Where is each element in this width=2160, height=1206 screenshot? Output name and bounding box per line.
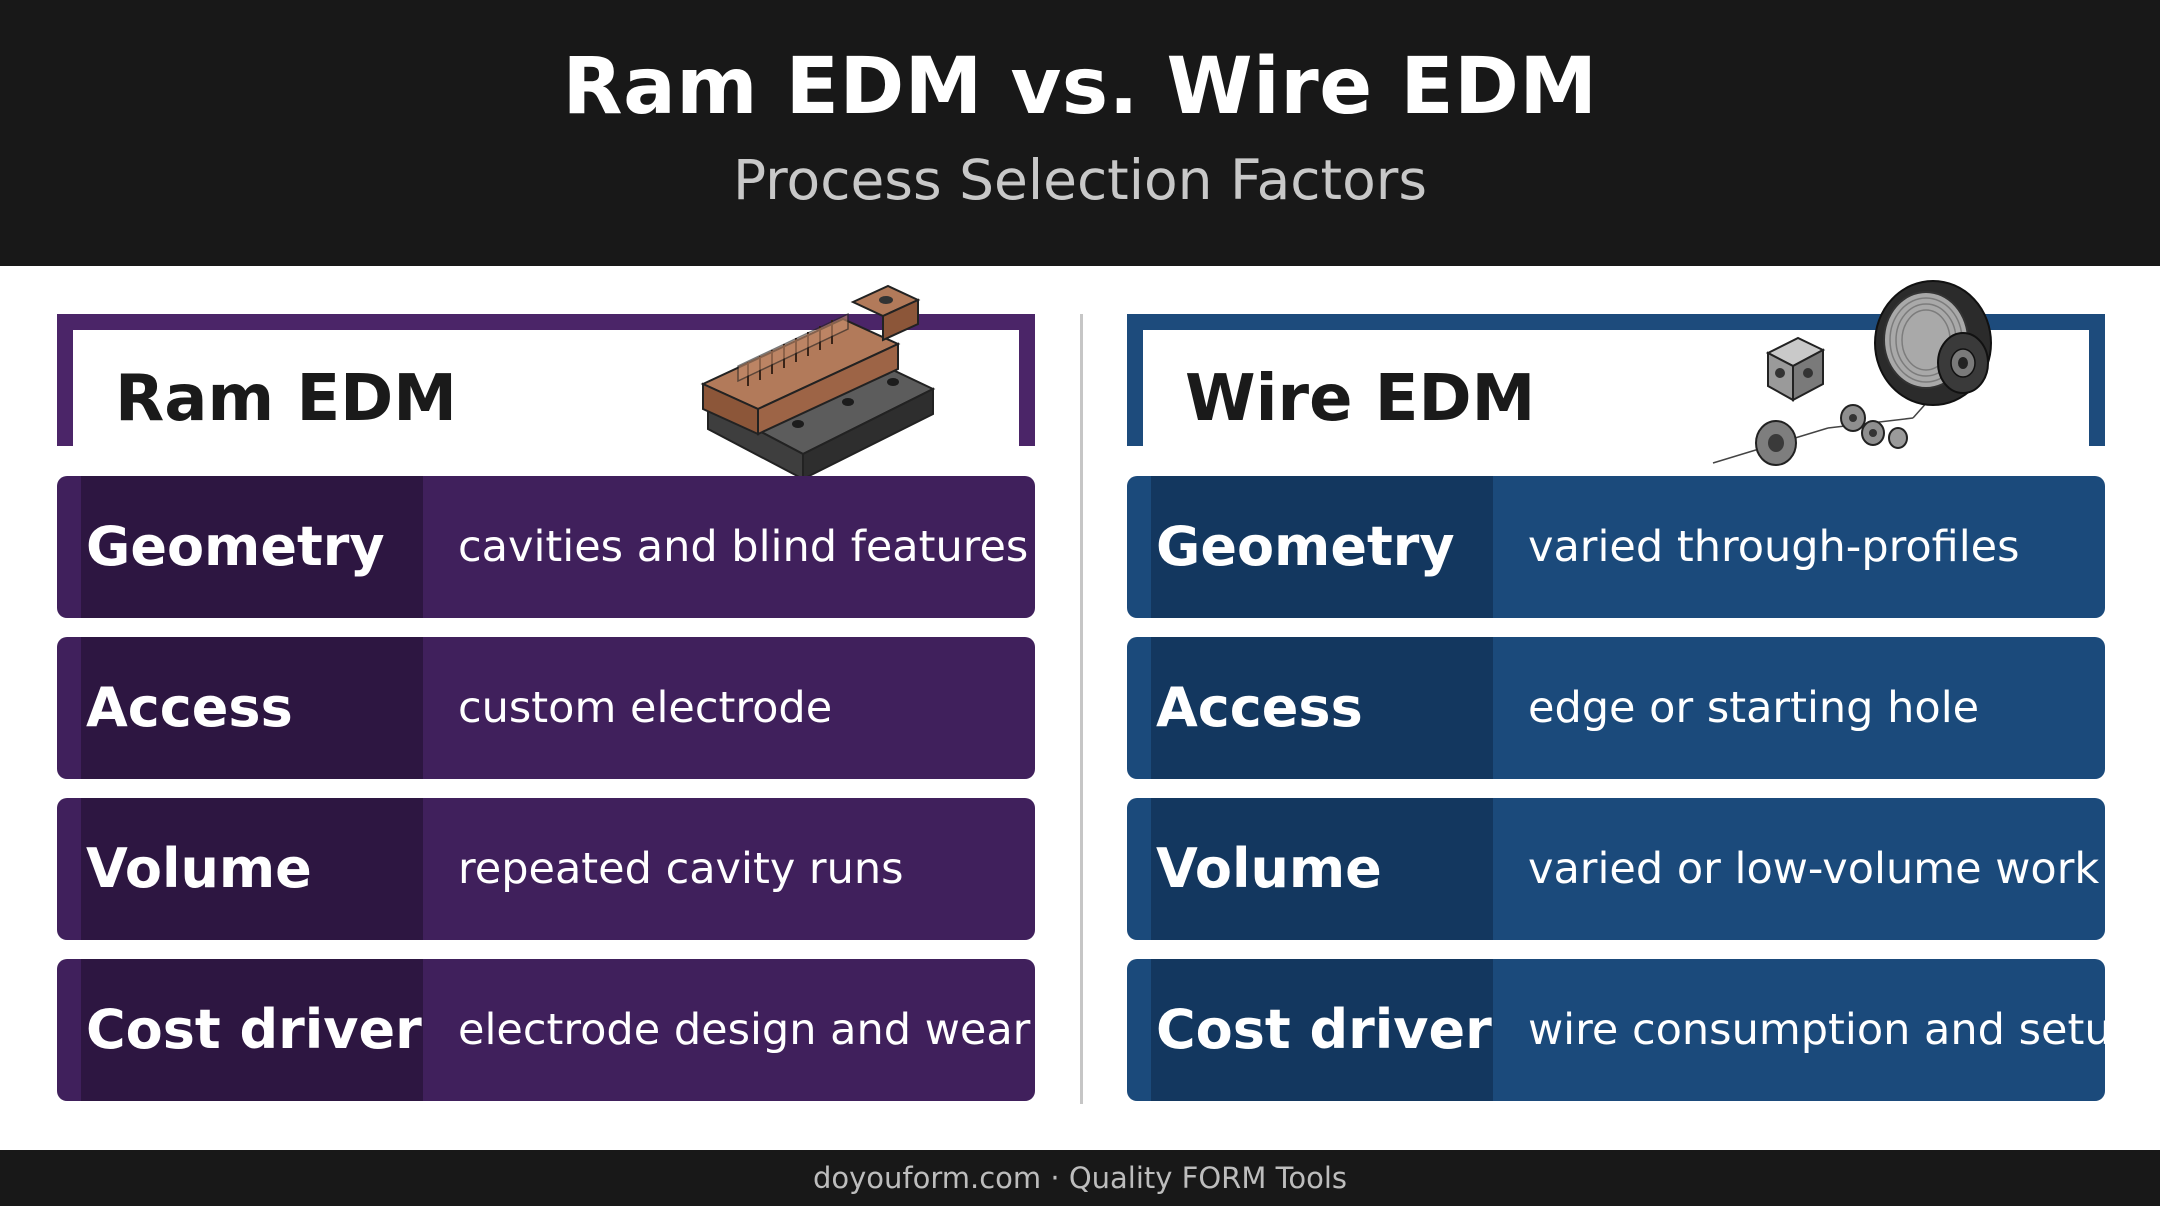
wire-row-geometry: Geometry varied through-profiles bbox=[1127, 476, 2105, 618]
electrode-icon bbox=[700, 284, 936, 481]
ram-cost-driver-label: Cost driver bbox=[86, 998, 422, 1061]
wire-volume-label: Volume bbox=[1156, 837, 1382, 900]
ram-row-cost-driver: Cost driver electrode design and wear bbox=[57, 959, 1035, 1101]
wire-access-value: edge or starting hole bbox=[1528, 683, 1980, 733]
wire-cost-driver-value: wire consumption and setup bbox=[1528, 1005, 2105, 1055]
header-banner: Ram EDM vs. Wire EDM Process Selection F… bbox=[0, 0, 2160, 266]
wire-spool-icon bbox=[1712, 280, 1992, 466]
wire-row-cost-driver: Cost driver wire consumption and setup bbox=[1127, 959, 2105, 1101]
ram-volume-label: Volume bbox=[86, 837, 312, 900]
ram-row-volume: Volume repeated cavity runs bbox=[57, 798, 1035, 940]
ram-access-value: custom electrode bbox=[458, 683, 833, 733]
ram-edm-panel-header: Ram EDM bbox=[57, 284, 1035, 481]
ram-row-access: Access custom electrode bbox=[57, 637, 1035, 779]
ram-geometry-value: cavities and blind features bbox=[458, 522, 1029, 572]
ram-edm-title: Ram EDM bbox=[115, 362, 457, 436]
ram-access-label: Access bbox=[86, 676, 293, 739]
ram-volume-value: repeated cavity runs bbox=[458, 844, 904, 894]
ram-geometry-label: Geometry bbox=[86, 515, 385, 578]
center-divider bbox=[1080, 314, 1083, 1104]
wire-geometry-label: Geometry bbox=[1156, 515, 1455, 578]
comparison-content: Ram EDM bbox=[0, 266, 2160, 1150]
page-title: Ram EDM vs. Wire EDM bbox=[562, 42, 1598, 132]
wire-geometry-value: varied through-profiles bbox=[1528, 522, 2020, 572]
ram-row-geometry: Geometry cavities and blind features bbox=[57, 476, 1035, 618]
ram-cost-driver-value: electrode design and wear bbox=[458, 1005, 1031, 1055]
ram-edm-panel: Ram EDM bbox=[57, 284, 1035, 1120]
wire-row-volume: Volume varied or low-volume work bbox=[1127, 798, 2105, 940]
wire-volume-value: varied or low-volume work bbox=[1528, 844, 2100, 894]
wire-edm-panel-header: Wire EDM bbox=[1127, 280, 2105, 466]
footer-credit: doyouform.com · Quality FORM Tools bbox=[0, 1150, 2160, 1206]
wire-access-label: Access bbox=[1156, 676, 1363, 739]
wire-edm-title: Wire EDM bbox=[1185, 362, 1536, 436]
page-subtitle: Process Selection Factors bbox=[732, 148, 1428, 212]
wire-row-access: Access edge or starting hole bbox=[1127, 637, 2105, 779]
wire-cost-driver-label: Cost driver bbox=[1156, 998, 1492, 1061]
wire-edm-panel: Wire EDM bbox=[1127, 280, 2105, 1120]
